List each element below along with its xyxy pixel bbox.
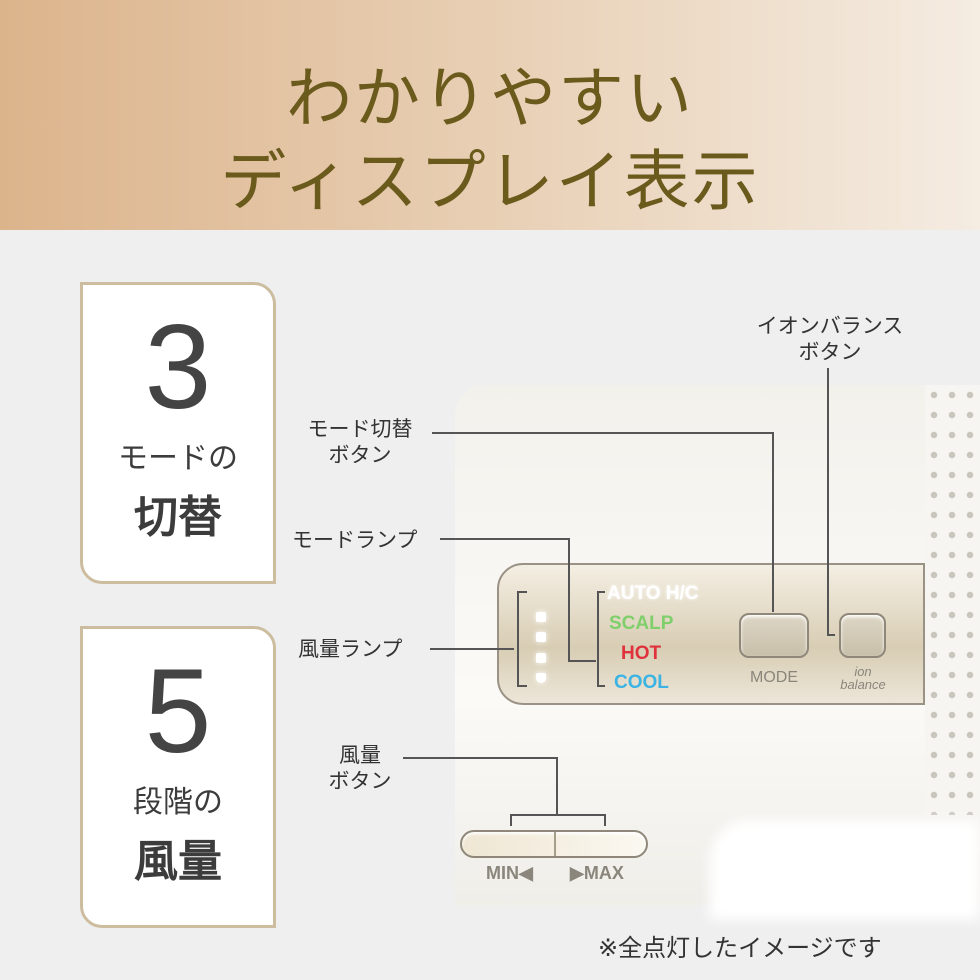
airflow-bracket — [510, 814, 606, 826]
mode-scalp: SCALP — [609, 613, 674, 634]
header-banner — [0, 0, 980, 230]
modes-card: 3 モードの 切替 — [80, 282, 276, 584]
airflow-main: 風量 — [134, 836, 222, 887]
modes-main: 切替 — [134, 492, 222, 543]
ion-button-callout: イオンバランスボタン — [756, 314, 904, 364]
airflow-lamp-bracket — [517, 591, 527, 687]
mode-lamp-callout-line-end — [570, 660, 596, 662]
mode-lamp-callout: モードランプ — [292, 528, 418, 552]
slider-max-label: ▶MAX — [570, 863, 624, 883]
airflow-button-callout-line — [403, 757, 558, 815]
mode-lamp-callout-line — [440, 538, 570, 662]
mode-cool: COOL — [614, 672, 669, 693]
mode-button-callout-line — [432, 432, 774, 612]
title-line1: わかりやすい — [286, 60, 694, 137]
vent-grille — [925, 385, 980, 815]
footnote: ※全点灯したイメージです — [598, 934, 882, 962]
mode-lamp-bracket — [597, 591, 605, 687]
mode-button-label: MODE — [750, 669, 798, 686]
airflow-lamp-callout: 風量ランプ — [298, 637, 403, 661]
airflow-lamp — [536, 612, 546, 622]
ion-callout-line — [827, 368, 835, 636]
airflow-lamp — [536, 673, 546, 683]
ion-balance-button[interactable] — [839, 613, 886, 658]
mode-button-callout: モード切替ボタン — [307, 417, 413, 467]
handle-glow — [710, 820, 980, 920]
airflow-sub: 段階の — [133, 785, 223, 820]
airflow-button-callout: 風量ボタン — [328, 743, 392, 793]
modes-number: 3 — [144, 300, 212, 434]
airflow-card: 5 段階の 風量 — [80, 626, 276, 928]
airflow-number: 5 — [144, 644, 212, 778]
mode-hot: HOT — [621, 643, 662, 664]
mode-button[interactable] — [739, 613, 809, 658]
slider-min-label: MIN◀ — [486, 863, 533, 883]
mode-auto: AUTO H/C — [607, 583, 699, 604]
airflow-lamp — [536, 632, 546, 642]
slider-divider — [554, 832, 556, 856]
balance-label: balance — [840, 677, 886, 692]
ion-label: ion — [854, 664, 872, 679]
airflow-lamp — [536, 653, 546, 663]
modes-sub: モードの — [118, 441, 238, 476]
title-line2: ディスプレイ表示 — [220, 143, 760, 220]
airflow-lamp-callout-line — [430, 648, 514, 650]
